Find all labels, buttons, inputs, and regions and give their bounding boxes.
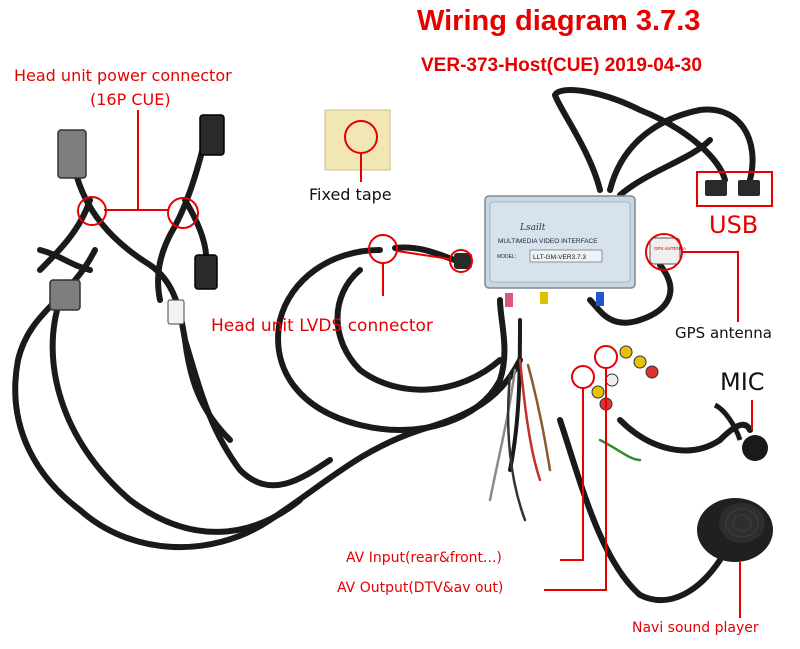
- gps-antenna-module: GPS ANTENNA: [649, 237, 686, 265]
- label-gps-antenna: GPS antenna: [675, 324, 772, 342]
- usb-plug-left: [705, 180, 727, 196]
- label-av-output: AV Output(DTV&av out): [337, 580, 504, 596]
- module-plug-yellow: [540, 292, 548, 304]
- cable-power-harness-left: [72, 167, 233, 443]
- highlight-av-output: [594, 345, 618, 369]
- cable-left-branch: [37, 197, 93, 273]
- cable-usb-2: [607, 106, 756, 193]
- cable-lower-wide-loop: [49, 297, 303, 535]
- module-model: LLT-GM-VER3.7.3: [533, 254, 586, 261]
- highlight-power-right: [167, 197, 199, 229]
- cable-lvds-inner: [334, 267, 503, 393]
- module-plug-pink: [505, 293, 513, 307]
- highlight-lvds-right: [449, 249, 473, 273]
- rca-yellow-3: [591, 385, 605, 399]
- rca-yellow-2: [633, 355, 647, 369]
- power-connector-black-bottom: [194, 254, 218, 290]
- rca-red: [645, 365, 659, 379]
- module-plug-blue: [596, 292, 604, 306]
- cable-harness-to-lower: [182, 337, 333, 489]
- cable-power-harness-right: [155, 137, 208, 303]
- label-mic: MIC: [720, 368, 765, 396]
- wire-dark: [506, 373, 527, 522]
- module-brand: Lsailt: [519, 223, 546, 233]
- wire-grey: [488, 368, 517, 502]
- pointer-gps: [682, 251, 739, 322]
- annotations: [77, 110, 773, 618]
- mic-device: [713, 402, 768, 461]
- interface-module: Lsailt MULTIMEDIA VIDEO INTERFACE MODEL:…: [484, 195, 636, 289]
- highlight-usb: [696, 171, 773, 207]
- usb-plug-right: [738, 180, 760, 196]
- rca-yellow-1: [619, 345, 633, 359]
- harness-label-tag: [167, 299, 185, 325]
- highlight-av-input: [571, 365, 595, 389]
- cable-main-loop: [12, 247, 523, 551]
- cable-mic: [617, 417, 753, 454]
- gps-module-text: GPS ANTENNA: [654, 246, 686, 251]
- module-interface-text: MULTIMEDIA VIDEO INTERFACE: [498, 238, 598, 245]
- power-connector-grey-top: [57, 129, 87, 179]
- pointer-av-output: [544, 368, 607, 591]
- label-navi-sound-player: Navi sound player: [632, 620, 759, 636]
- diagram-subtitle: VER-373-Host(CUE) 2019-04-30: [421, 55, 702, 76]
- fixed-tape: [324, 109, 391, 171]
- pointer-av-input: [560, 388, 584, 561]
- label-av-input: AV Input(rear&front...): [346, 550, 502, 566]
- cable-left-connector-lead: [37, 247, 93, 273]
- tail-wires: [488, 358, 642, 522]
- lvds-plug: [454, 253, 472, 269]
- cable-navi: [557, 417, 723, 603]
- cables: [12, 87, 756, 603]
- cable-lvds-loop: [275, 247, 508, 433]
- cable-usb-3: [617, 137, 713, 198]
- pointer-lvds-link: [396, 250, 451, 260]
- rca-white: [605, 373, 619, 387]
- diagram-title: Wiring diagram 3.7.3: [417, 5, 701, 37]
- navi-speaker: [697, 498, 773, 562]
- label-fixed-tape: Fixed tape: [309, 185, 392, 204]
- label-usb: USB: [709, 211, 759, 239]
- module-model-prefix: MODEL:: [497, 254, 516, 260]
- label-power-connector-sub: (16P CUE): [90, 90, 171, 109]
- wire-red: [518, 358, 542, 482]
- cable-gps: [587, 262, 674, 326]
- wire-green: [598, 438, 642, 462]
- highlight-power-left: [77, 196, 107, 226]
- label-lvds-connector: Head unit LVDS connector: [211, 316, 433, 336]
- cable-tail: [508, 318, 522, 472]
- power-connector-grey-bottom: [49, 279, 81, 311]
- power-connector-black-top: [199, 114, 225, 156]
- connectors: [49, 114, 760, 411]
- label-power-connector: Head unit power connector: [14, 66, 232, 85]
- wire-brown: [526, 363, 552, 472]
